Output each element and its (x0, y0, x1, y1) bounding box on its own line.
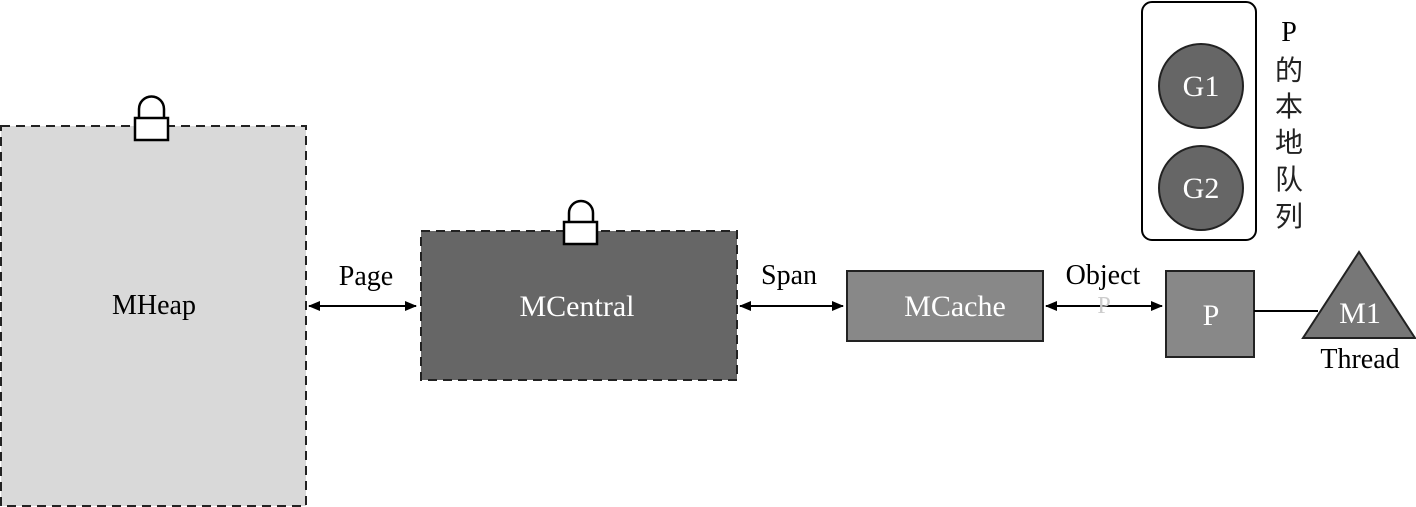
object-label: Object (1066, 260, 1141, 291)
caption-char: P (1281, 17, 1297, 48)
edge-mcache-p: Object P (1045, 260, 1163, 319)
p-label: P (1203, 299, 1220, 332)
g1-circle (1158, 43, 1244, 129)
m1-triangle (1301, 250, 1416, 339)
span-label: Span (761, 260, 817, 291)
local-queue: G1 G2 (1141, 1, 1257, 241)
mcentral-node: MCentral (420, 230, 738, 381)
edge-mcentral-mcache: Span (739, 260, 844, 311)
caption-char: 队 (1275, 163, 1303, 196)
mcache-label: MCache (904, 290, 1006, 323)
caption-char: 地 (1275, 126, 1303, 159)
page-label: Page (339, 261, 393, 292)
m1-thread-node: M1 Thread (1301, 250, 1416, 375)
faint-p-label: P (1097, 293, 1110, 319)
g1-label: G1 (1183, 70, 1220, 103)
mcentral-label: MCentral (520, 290, 635, 323)
mheap-node: MHeap (0, 125, 307, 507)
caption-char: 列 (1275, 200, 1303, 233)
lock-icon (133, 95, 170, 142)
mheap-label: MHeap (112, 290, 196, 321)
local-queue-caption: P 的 本 地 队 列 (1275, 17, 1303, 233)
caption-char: 本 (1275, 90, 1303, 123)
g2-label: G2 (1183, 172, 1220, 205)
mheap-box (0, 125, 307, 507)
m1-label: M1 (1339, 297, 1381, 330)
g1-goroutine: G1 (1158, 43, 1244, 129)
mcentral-box (420, 230, 738, 381)
caption-char: 的 (1275, 54, 1303, 87)
p-node: P (1165, 270, 1255, 358)
lock-icon (562, 199, 599, 246)
g2-circle (1158, 145, 1244, 231)
thread-caption: Thread (1320, 344, 1399, 375)
g2-goroutine: G2 (1158, 145, 1244, 231)
mcache-box (846, 270, 1044, 342)
p-box (1165, 270, 1255, 358)
mcache-node: MCache (846, 270, 1044, 342)
edge-mheap-mcentral: Page (308, 261, 417, 311)
